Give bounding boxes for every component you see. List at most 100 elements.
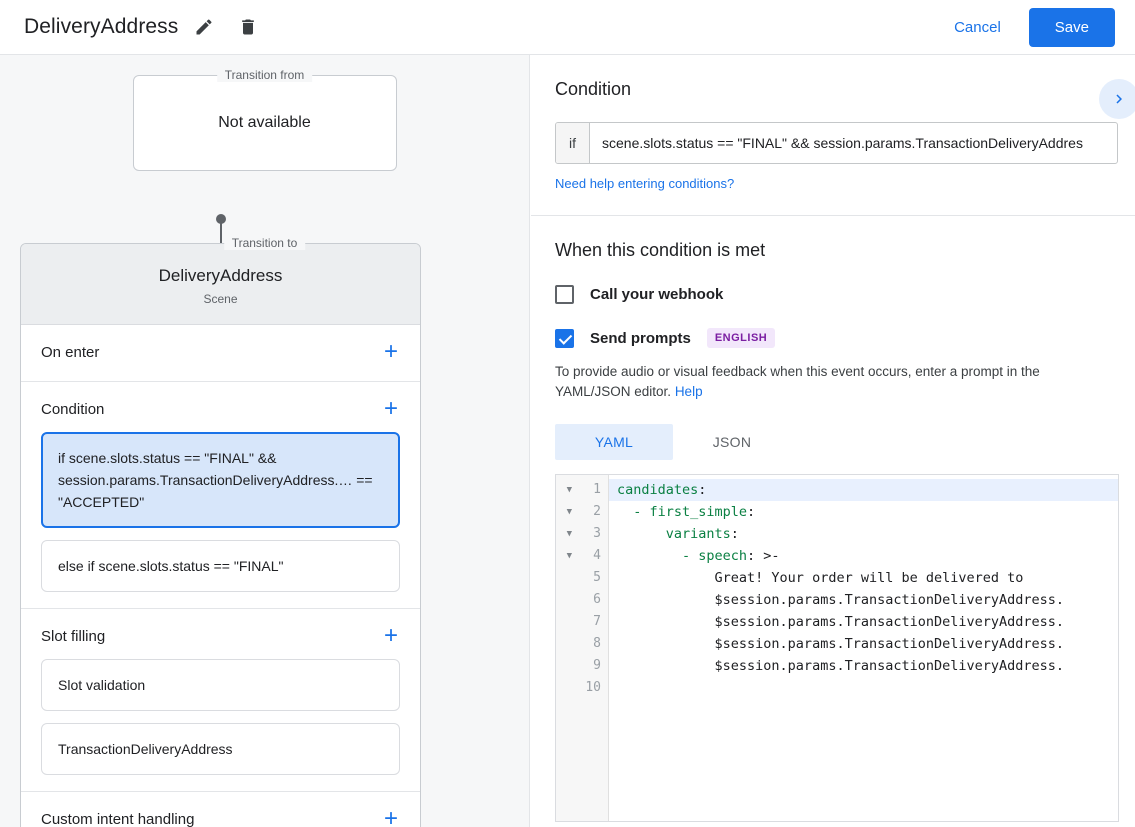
fold-arrow-icon[interactable]: ▼ [566,507,572,517]
editor-line-number: 6 [593,592,601,607]
call-webhook-checkbox[interactable] [555,285,574,304]
editor-code-line[interactable]: Great! Your order will be delivered to [609,567,1118,589]
add-on-enter-icon[interactable]: + [383,338,398,365]
scene-type: Scene [203,292,238,306]
edit-pencil-button[interactable] [186,9,222,45]
editor-line-number: 5 [593,570,601,585]
fold-arrow-icon[interactable]: ▼ [566,551,572,561]
section-on-enter: On enter + [21,325,420,382]
page-title: DeliveryAddress [24,15,179,38]
editor-line-number: 9 [593,658,601,673]
slot-item-transaction-delivery-address[interactable]: TransactionDeliveryAddress [41,723,400,775]
if-prefix-label: if [556,123,590,163]
when-condition-met-heading: When this condition is met [555,240,766,260]
yaml-value: : [730,526,739,542]
call-webhook-row[interactable]: Call your webhook [555,285,1115,304]
prompts-help-link[interactable]: Help [674,384,703,399]
condition-help-link[interactable]: Need help entering conditions? [555,176,735,191]
right-panel: Condition if Need help entering conditio… [531,55,1135,827]
editor-code-line[interactable]: variants: [609,523,1118,545]
scene-header: DeliveryAddress Scene [21,244,420,325]
editor-code-line[interactable]: $session.params.TransactionDeliveryAddre… [609,611,1118,633]
call-webhook-label: Call your webhook [590,286,724,303]
section-custom-intent-handling: Custom intent handling + [21,792,420,827]
condition-item-selected[interactable]: if scene.slots.status == "FINAL" && sess… [41,432,400,528]
transition-to-legend: Transition to [223,236,306,250]
section-slot-filling: Slot filling + Slot validation Transacti… [21,609,420,792]
add-slot-filling-icon[interactable]: + [383,622,398,649]
condition-input[interactable] [590,123,1117,163]
yaml-value: Great! Your order will be delivered to [617,570,1024,586]
editor-line-number: 7 [593,614,601,629]
expand-panel-button[interactable] [1099,79,1135,119]
language-badge: ENGLISH [706,328,776,348]
trash-icon [242,19,255,35]
section-condition: Condition + if scene.slots.status == "FI… [21,382,420,609]
condition-input-row: if [555,122,1118,164]
save-button[interactable]: Save [1028,7,1115,47]
editor-line-number: ▼2 [556,501,608,523]
transition-to-card: DeliveryAddress Scene On enter + Conditi… [20,243,421,827]
pencil-icon [196,19,212,35]
yaml-value: : [747,504,756,520]
left-panel: Transition from Not available Transition… [0,55,530,827]
editor-code-line[interactable] [609,677,1118,699]
slot-filling-header: Slot filling + [21,609,420,659]
fold-arrow-icon[interactable]: ▼ [566,529,572,539]
editor-code-line[interactable]: $session.params.TransactionDeliveryAddre… [609,589,1118,611]
prompts-description-text: To provide audio or visual feedback when… [555,364,1040,399]
custom-intent-header: Custom intent handling + [21,792,420,827]
custom-intent-title: Custom intent handling [41,810,195,827]
transition-from-card: Transition from Not available [132,68,397,171]
condition-title: Condition [41,400,105,418]
editor-code-area[interactable]: candidates: - first_simple: variants: - … [609,475,1118,821]
yaml-key: - first_simple [617,504,748,520]
condition-item[interactable]: else if scene.slots.status == "FINAL" [41,540,400,592]
editor-line-number: ▼3 [556,523,608,545]
cancel-button[interactable]: Cancel [940,10,1015,45]
editor-code-line[interactable]: candidates: [609,479,1118,501]
editor-code-line[interactable]: $session.params.TransactionDeliveryAddre… [609,633,1118,655]
transition-from-legend: Transition from [216,68,313,82]
slot-filling-list: Slot validation TransactionDeliveryAddre… [21,659,420,791]
scene-name: DeliveryAddress [158,266,283,285]
prompts-description: To provide audio or visual feedback when… [555,362,1115,402]
chevron-right-icon [1116,94,1122,104]
yaml-value: : [698,482,707,498]
yaml-value: $session.params.TransactionDeliveryAddre… [617,658,1065,674]
send-prompts-row[interactable]: Send prompts ENGLISH [555,328,1115,348]
editor-format-tabs: YAML JSON [555,424,1115,460]
editor-gutter: ▼1▼2▼3▼4 5 6 7 8 9 10 [556,475,609,821]
yaml-key: - speech [617,548,748,564]
editor-code-line[interactable]: $session.params.TransactionDeliveryAddre… [609,655,1118,677]
editor-code-line[interactable]: - first_simple: [609,501,1118,523]
topbar-actions: Cancel Save [940,7,1115,47]
editor-code-line[interactable]: - speech: >- [609,545,1118,567]
condition-header: Condition + [21,382,420,432]
editor-line-number: ▼4 [556,545,608,567]
slot-validation-item[interactable]: Slot validation [41,659,400,711]
transition-from-value: Not available [218,114,311,131]
yaml-value: : >- [747,548,780,564]
condition-list: if scene.slots.status == "FINAL" && sess… [21,432,420,608]
tab-json[interactable]: JSON [712,434,752,450]
fold-arrow-icon[interactable]: ▼ [566,485,572,495]
add-custom-intent-icon[interactable]: + [383,805,398,827]
delete-button[interactable] [230,9,266,45]
on-enter-title: On enter [41,343,100,361]
send-prompts-checkbox[interactable] [555,328,574,348]
add-condition-icon[interactable]: + [383,395,398,422]
yaml-editor[interactable]: ▼1▼2▼3▼4 5 6 7 8 9 10 candidates: - first_simp… [555,474,1119,822]
yaml-value: $session.params.TransactionDeliveryAddre… [617,592,1065,608]
on-enter-header: On enter + [21,325,420,381]
yaml-key: candidates [617,482,699,498]
editor-line-number: 8 [593,636,601,651]
condition-block: Condition if Need help entering conditio… [531,55,1135,216]
editor-line-number: 10 [585,680,601,695]
condition-heading: Condition [555,79,632,99]
editor-line-number: ▼1 [556,479,608,501]
top-app-bar: DeliveryAddress Cancel Save [0,0,1135,55]
slot-filling-title: Slot filling [41,627,106,645]
tab-yaml[interactable]: YAML [555,424,673,460]
send-prompts-label: Send prompts [590,329,691,347]
